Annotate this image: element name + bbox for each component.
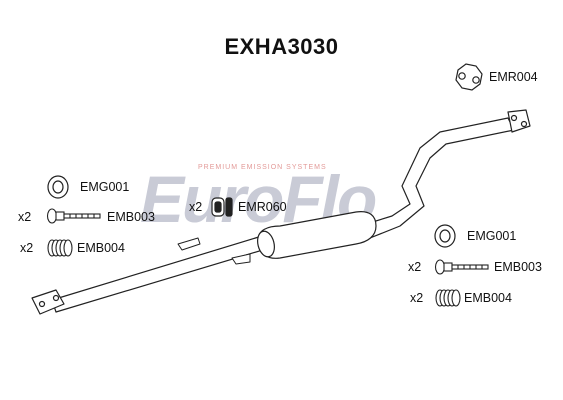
spring-icon bbox=[47, 239, 73, 257]
left-bolt-qty: x2 bbox=[18, 210, 32, 224]
right-spring-qty: x2 bbox=[410, 291, 424, 305]
rubber-hanger-icon bbox=[211, 197, 233, 217]
right-bolt-label: EMB003 bbox=[494, 260, 542, 274]
gasket-ring-icon bbox=[47, 175, 69, 199]
rubber-mount-icon bbox=[455, 63, 483, 91]
bolt-icon bbox=[46, 208, 101, 224]
left-spring-qty: x2 bbox=[20, 241, 34, 255]
right-bolt-qty: x2 bbox=[408, 260, 422, 274]
left-bolt-label: EMB003 bbox=[107, 210, 155, 224]
center-rubber-qty: x2 bbox=[189, 200, 203, 214]
right-gasket-label: EMG001 bbox=[467, 229, 517, 243]
emr004-label: EMR004 bbox=[489, 70, 538, 84]
bolt-icon bbox=[434, 259, 489, 275]
left-spring-label: EMB004 bbox=[77, 241, 125, 255]
watermark-tagline: PREMIUM EMISSION SYSTEMS bbox=[198, 164, 327, 171]
part-number-title: EXHA3030 bbox=[224, 34, 339, 59]
right-spring-label: EMB004 bbox=[464, 291, 512, 305]
spring-icon bbox=[435, 289, 461, 307]
center-rubber-label: EMR060 bbox=[238, 200, 287, 214]
left-gasket-label: EMG001 bbox=[80, 180, 130, 194]
gasket-ring-icon bbox=[434, 224, 456, 248]
exhaust-pipe-drawing bbox=[31, 109, 531, 315]
watermark: EuroFlo PREMIUM EMISSION SYSTEMS bbox=[140, 160, 430, 240]
